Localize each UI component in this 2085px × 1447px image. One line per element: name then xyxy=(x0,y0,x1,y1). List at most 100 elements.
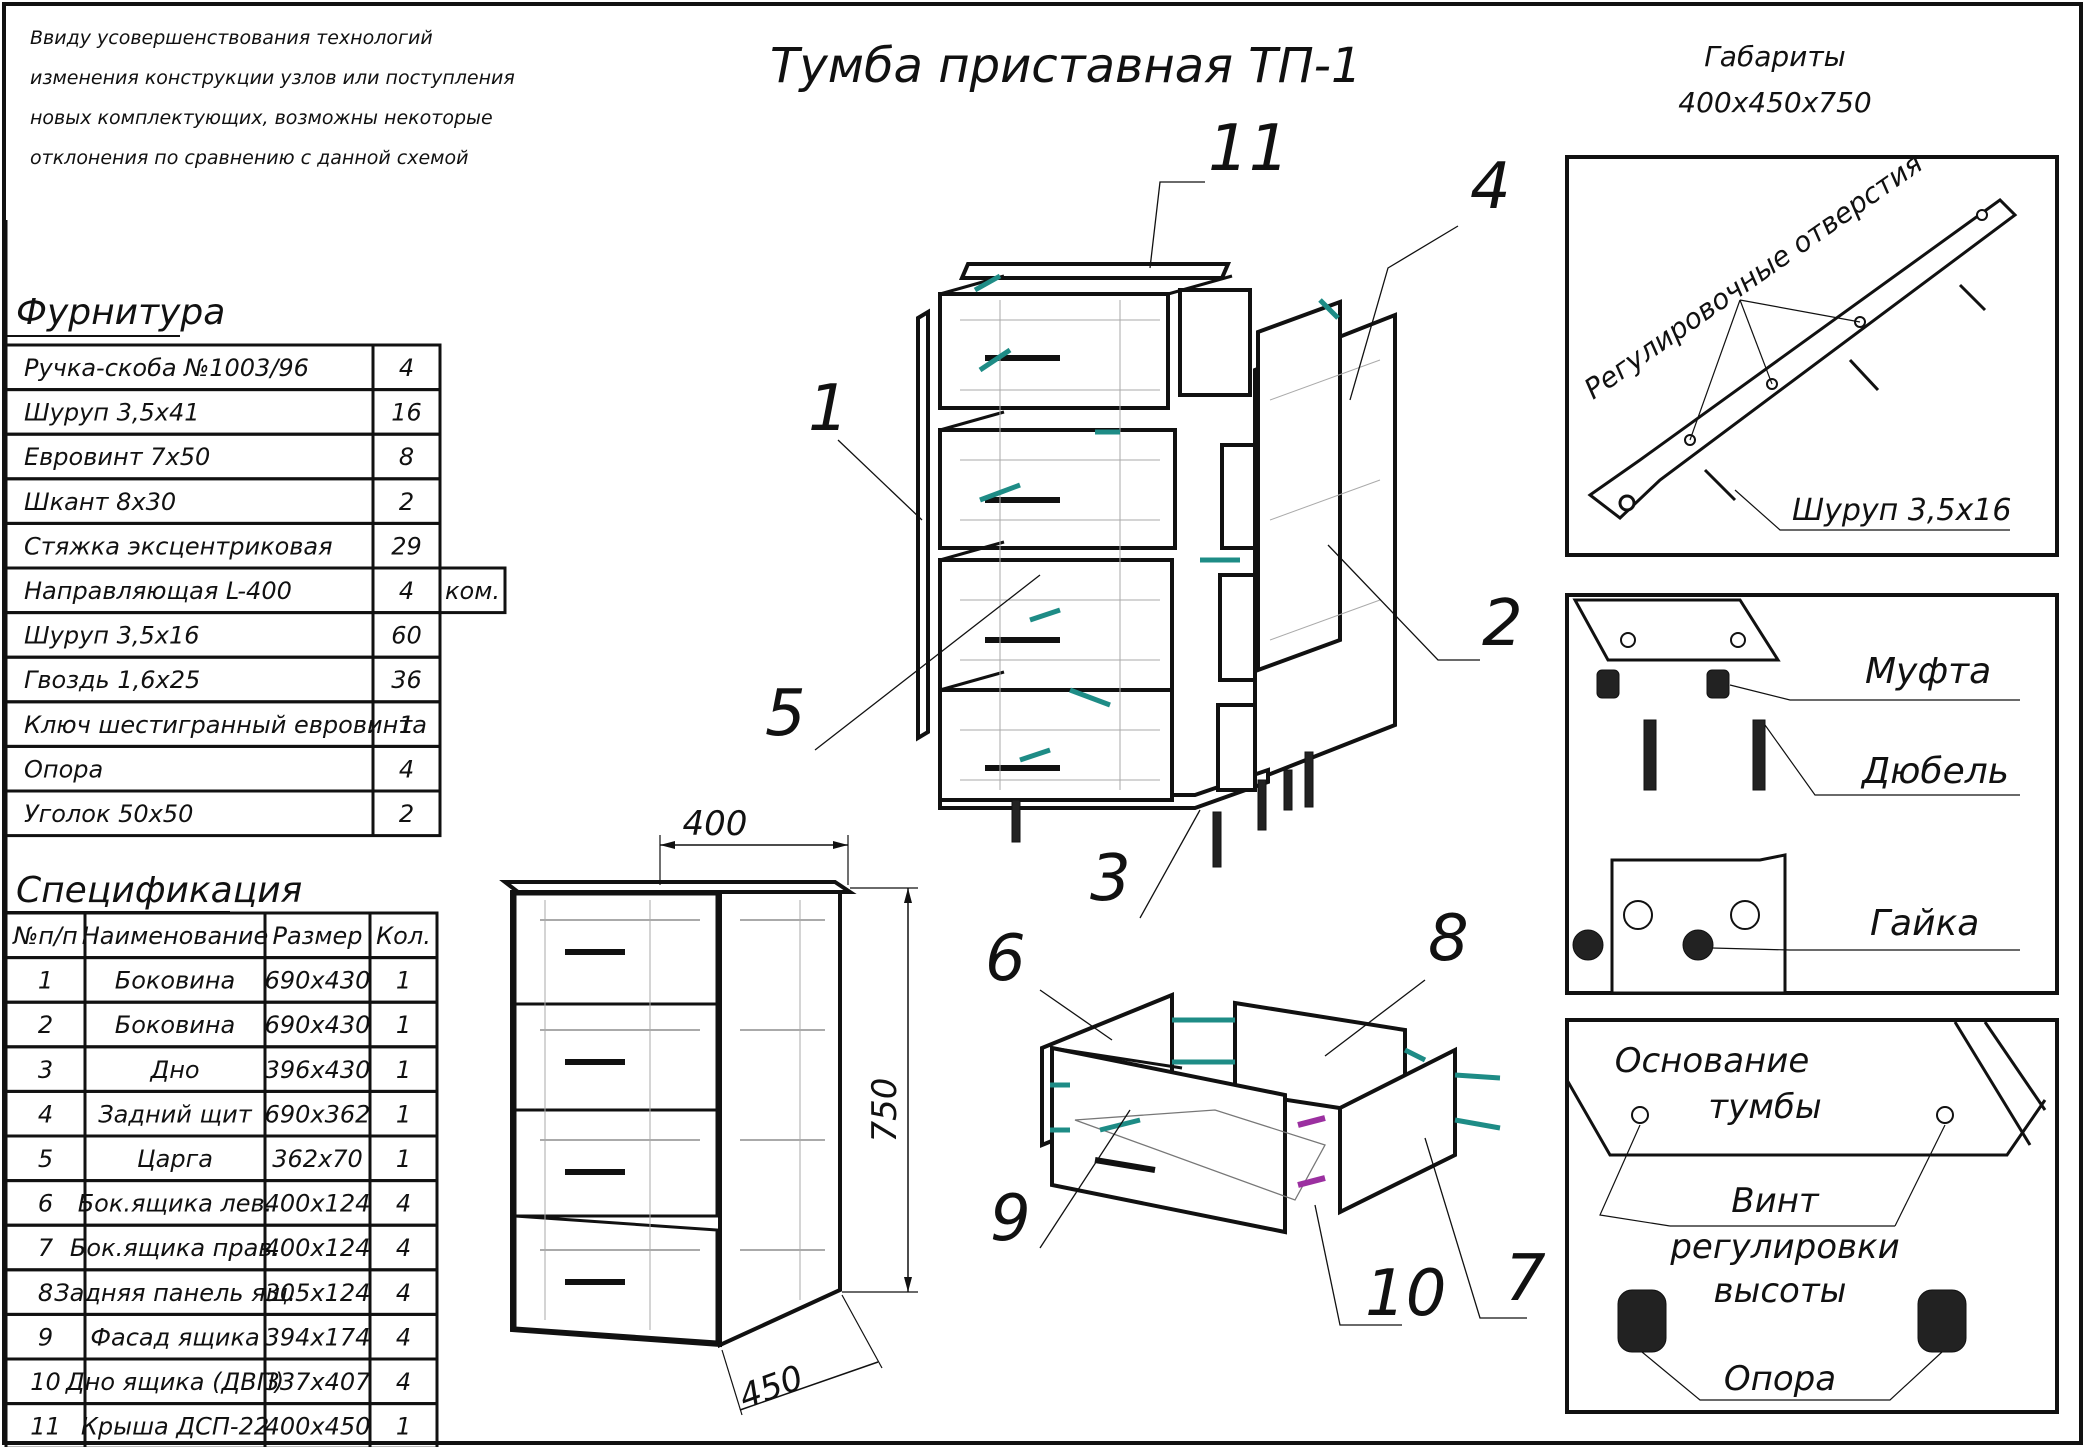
spec-cell-name: Боковина xyxy=(115,1011,235,1039)
dowel-icon xyxy=(1643,719,1657,791)
rail-hole-icon xyxy=(1976,209,1988,221)
drawer-edge xyxy=(939,670,1005,692)
back-panel xyxy=(1256,299,1342,673)
left-side-panel xyxy=(916,308,930,742)
part-number: 7 xyxy=(1505,1242,1546,1316)
disclaimer-note: Ввиду усовершенствования технологий изме… xyxy=(30,27,515,169)
spec-cell-name: Дно xyxy=(149,1056,199,1084)
assembled-cabinet-view: 400 750 450 xyxy=(499,804,918,1418)
drawer-side xyxy=(1220,443,1257,550)
screw-icon xyxy=(1848,358,1880,392)
hardware-qty: 8 xyxy=(399,443,414,471)
spec-cell-n: 10 xyxy=(30,1368,61,1396)
leg-icon xyxy=(1011,799,1021,843)
hardware-row: Гвоздь 1,6х25 36 xyxy=(4,655,442,704)
leg-label: Опора xyxy=(1724,1359,1836,1399)
leg-icon xyxy=(1212,811,1222,868)
part-number: 4 xyxy=(1470,150,1511,224)
disclaimer-line: новых комплектующих, возможны некоторые xyxy=(30,107,493,129)
spec-cell-qty: 4 xyxy=(396,1234,411,1262)
detail-leg: Основание тумбы Винт регулировки высоты … xyxy=(1565,1018,2059,1414)
hardware-name: Ручка-скоба №1003/96 xyxy=(24,354,309,382)
spec-cell-size: 400х124 xyxy=(265,1190,371,1218)
detail-frame xyxy=(1565,1018,2059,1414)
drawer-side xyxy=(1218,573,1257,682)
drawer-right-side xyxy=(1338,1046,1457,1216)
part-number: 6 xyxy=(985,922,1026,996)
hidden-lines xyxy=(540,900,825,1330)
hardware-qty: 4 xyxy=(399,577,414,605)
coupling-icon xyxy=(1596,669,1620,699)
rail-icon xyxy=(1587,198,2018,520)
spec-cell-n: 4 xyxy=(38,1100,53,1128)
row-border xyxy=(4,789,442,838)
hardware-unit: ком. xyxy=(445,577,500,605)
hardware-qty: 60 xyxy=(391,622,422,650)
cam-connectors xyxy=(973,273,1340,763)
part-number: 3 xyxy=(1090,842,1131,916)
part-number: 11 xyxy=(1208,112,1289,186)
screw-label: высоты xyxy=(1713,1271,1846,1311)
hardware-qty: 29 xyxy=(391,532,422,560)
spec-cell-n: 2 xyxy=(38,1011,53,1039)
hardware-row: Ручка-скоба №1003/96 4 xyxy=(4,343,442,392)
leg-icon xyxy=(1283,769,1293,811)
spec-cell-size: 690х430 xyxy=(265,967,371,995)
drawer-front xyxy=(938,292,1170,410)
exploded-drawer-1 xyxy=(938,274,1252,410)
coupling-label: Муфта xyxy=(1865,651,1991,692)
exploded-drawer-4 xyxy=(938,670,1257,802)
spec-cell-size: 396х430 xyxy=(265,1056,371,1084)
part-number: 5 xyxy=(765,677,806,751)
spec-cell-n: 11 xyxy=(30,1413,61,1441)
overall-dimensions-value: 400х450х750 xyxy=(1678,86,1871,119)
hardware-name: Гвоздь 1,6х25 xyxy=(24,666,200,694)
hardware-qty: 1 xyxy=(399,711,414,739)
leg-icon xyxy=(1304,751,1314,808)
cabinet-legs xyxy=(1011,751,1314,868)
drawer-bottom xyxy=(1074,1109,1326,1201)
drawing-title: Тумба приставная ТП-1 xyxy=(770,38,1362,94)
spec-cell-size: 400х124 xyxy=(265,1234,371,1262)
spec-header-cell: Размер xyxy=(272,922,362,950)
drawer-side xyxy=(1178,288,1252,397)
spec-header-cell: Наименование xyxy=(82,922,269,950)
part-callouts: 11 4 1 2 5 3 xyxy=(765,112,1523,919)
disclaimer-line: Ввиду усовершенствования технологий xyxy=(30,27,433,49)
spec-cell-n: 9 xyxy=(38,1323,53,1351)
leg-icon xyxy=(1257,779,1267,831)
spec-cell-qty: 1 xyxy=(396,1011,411,1039)
spec-cell-name: Фасад ящика xyxy=(90,1323,259,1351)
disclaimer-line: изменения конструкции узлов или поступле… xyxy=(30,67,515,89)
hole-icon xyxy=(1631,1106,1649,1124)
part-number: 9 xyxy=(990,1182,1031,1256)
spec-cell-size: 400х450 xyxy=(265,1413,371,1441)
overall-dimensions-label: Габариты xyxy=(1704,40,1846,73)
dim-depth: 450 xyxy=(734,1358,809,1418)
spec-cell-name: Крыша ДСП-22 xyxy=(81,1413,269,1441)
spec-cell-name: Царга xyxy=(137,1145,213,1173)
spec-cell-n: 1 xyxy=(38,967,53,995)
exploded-drawer-view: 6 8 9 10 7 xyxy=(985,902,1546,1331)
hardware-qty: 4 xyxy=(399,354,414,382)
detail-frame xyxy=(1565,155,2059,557)
drawer-edge xyxy=(939,410,1005,432)
exploded-drawer-3 xyxy=(938,540,1257,692)
screw-icon xyxy=(1703,468,1737,502)
spec-cell-qty: 4 xyxy=(396,1323,411,1351)
hardware-qty: 36 xyxy=(391,666,422,694)
detail-drawer-rail: Регулировочные отверстия Шуруп 3,5х16 xyxy=(1565,147,2059,557)
spec-cell-name: Бок.ящика лев. xyxy=(78,1190,273,1218)
spec-cell-qty: 4 xyxy=(396,1190,411,1218)
part-number: 2 xyxy=(1482,587,1523,661)
leg-icon xyxy=(1917,1289,1967,1353)
